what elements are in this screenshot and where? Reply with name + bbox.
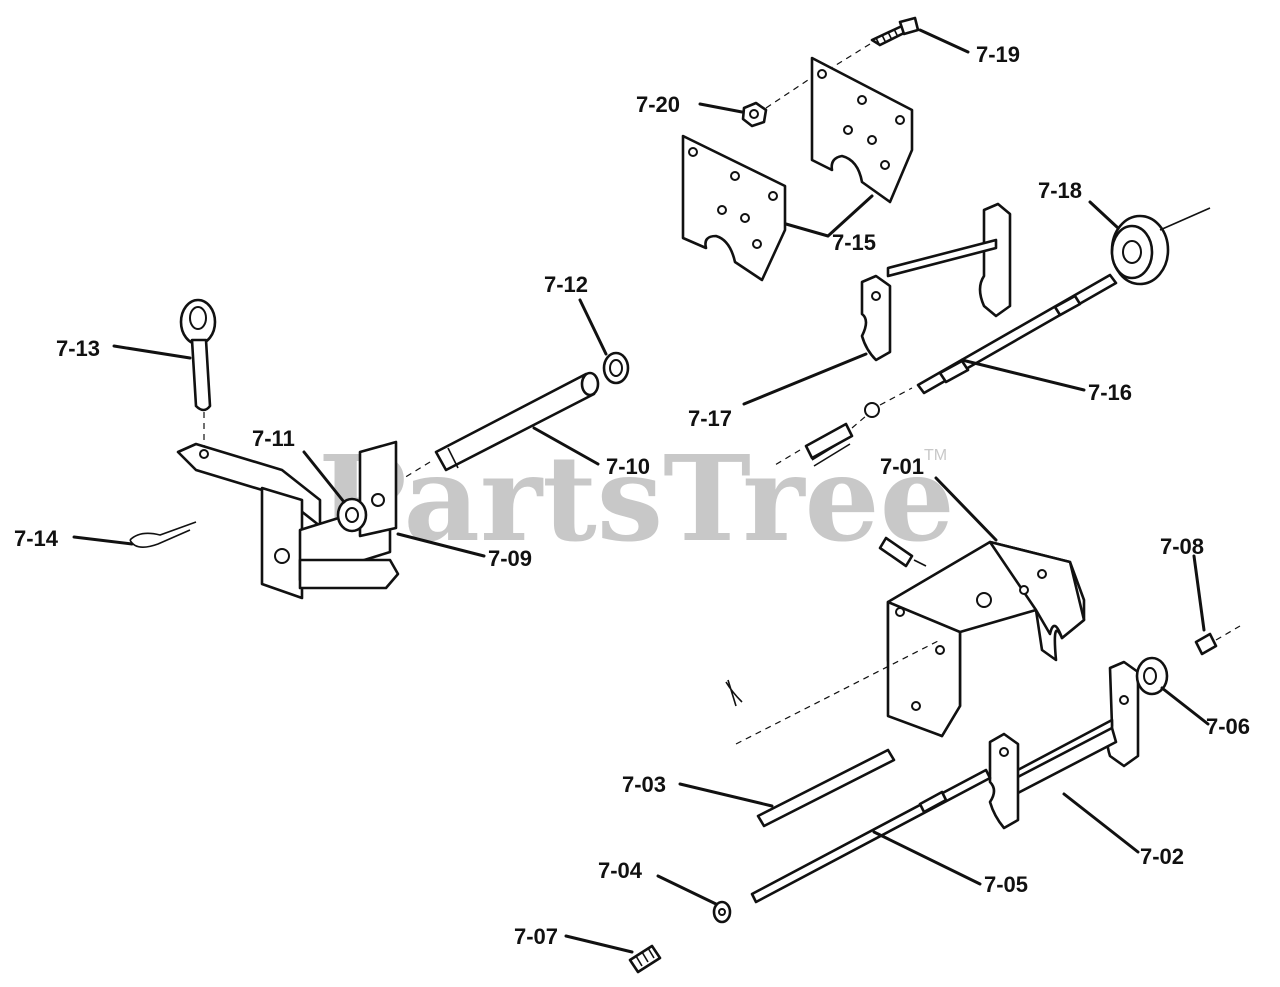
leader-lines <box>72 28 1210 954</box>
setscrew-7-07 <box>628 944 662 974</box>
callout-7-12: 7-12 <box>544 272 588 297</box>
callout-7-18: 7-18 <box>1038 178 1082 203</box>
lift-assembly-7-17 <box>860 202 1012 362</box>
callout-7-16: 7-16 <box>1088 380 1132 405</box>
callout-7-04: 7-04 <box>598 858 643 883</box>
callout-7-06: 7-06 <box>1206 714 1250 739</box>
callout-7-15: 7-15 <box>832 230 876 255</box>
shaft-7-16 <box>774 273 1118 467</box>
callout-7-05: 7-05 <box>984 872 1028 897</box>
callout-7-09: 7-09 <box>488 546 532 571</box>
callout-7-14: 7-14 <box>14 526 59 551</box>
callout-7-19: 7-19 <box>976 42 1020 67</box>
pin-7-13 <box>179 298 217 446</box>
plate-7-15-front <box>681 134 787 282</box>
watermark: PartsTree TM <box>318 429 955 568</box>
hitch-bracket-7-09 <box>176 440 400 600</box>
callout-7-13: 7-13 <box>56 336 100 361</box>
watermark-text: PartsTree <box>318 429 955 568</box>
callout-7-01: 7-01 <box>880 454 924 479</box>
callout-labels: 7-19 7-20 7-15 7-18 7-12 7-13 7-16 7-17 … <box>14 42 1250 949</box>
callout-7-11: 7-11 <box>252 426 295 451</box>
callout-7-20: 7-20 <box>636 92 680 117</box>
callout-7-17: 7-17 <box>688 406 732 431</box>
callout-7-03: 7-03 <box>622 772 666 797</box>
cap-7-08 <box>1194 625 1241 656</box>
tube-7-10 <box>403 371 600 479</box>
rod-7-03 <box>756 748 896 828</box>
rod-7-05 <box>750 768 992 904</box>
bolt-7-19 <box>819 16 920 76</box>
callout-7-02: 7-02 <box>1140 844 1184 869</box>
watermark-trademark: TM <box>924 447 947 464</box>
frame-bracket-7-01 <box>725 536 1086 745</box>
callout-7-08: 7-08 <box>1160 534 1204 559</box>
plate-7-15-rear <box>810 56 914 204</box>
callout-7-10: 7-10 <box>606 454 650 479</box>
nut-7-20 <box>741 79 809 128</box>
ring-7-12 <box>602 351 630 385</box>
callout-7-07: 7-07 <box>514 924 558 949</box>
bushing-7-11 <box>336 497 368 533</box>
washer-7-06 <box>1135 656 1169 696</box>
washer-7-04 <box>712 900 732 924</box>
hairpin-7-14 <box>129 521 197 548</box>
crank-7-02 <box>988 660 1140 830</box>
bearing-7-18 <box>1110 207 1211 286</box>
